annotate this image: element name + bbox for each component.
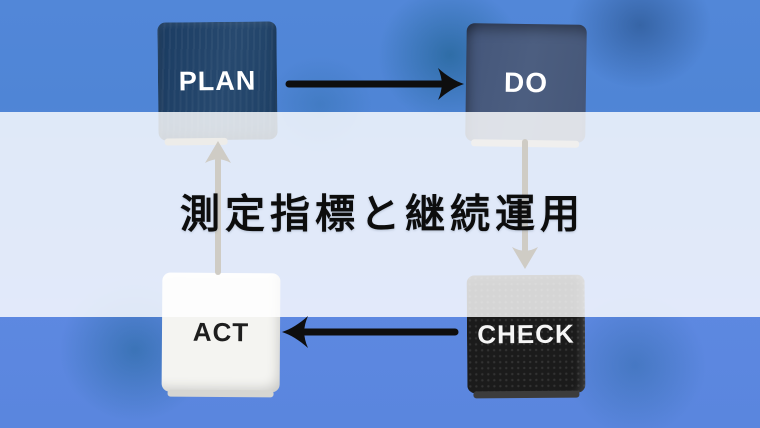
act-label: ACT: [192, 316, 250, 348]
check-label: CHECK: [477, 318, 575, 349]
plan-label: PLAN: [178, 65, 257, 96]
page-title: 測定指標と継続運用: [180, 192, 585, 237]
do-label: DO: [503, 66, 549, 99]
